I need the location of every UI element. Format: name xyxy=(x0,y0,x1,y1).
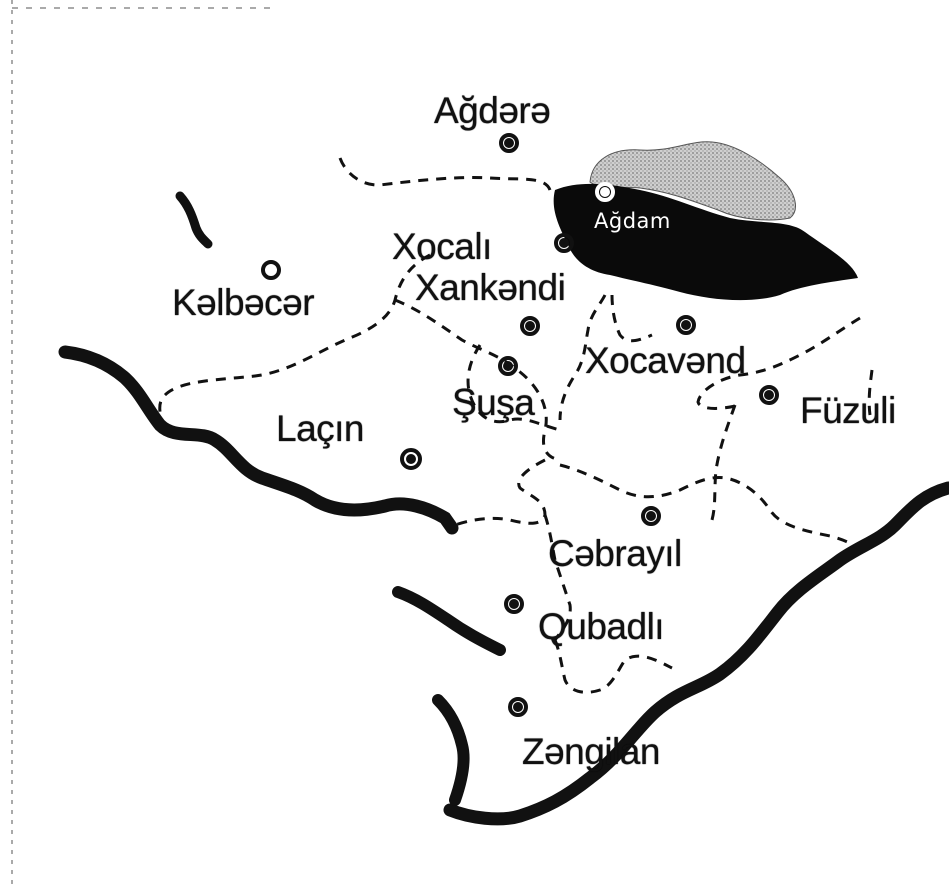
label-agdam: Ağdam xyxy=(594,209,671,233)
label-qubadli: Qubadlı xyxy=(538,606,665,647)
label-zengilan: Zəngilan xyxy=(522,731,660,772)
label-cebrayil: Cəbrayıl xyxy=(548,533,682,574)
marker-susa xyxy=(498,356,518,376)
marker-xocavend xyxy=(676,315,696,335)
marker-agdam xyxy=(595,182,615,202)
border-line-south-east xyxy=(443,481,949,826)
marker-xankendi xyxy=(520,316,540,336)
border-line-qubadli xyxy=(392,586,506,656)
marker-cebrayil xyxy=(641,506,661,526)
marker-lacin xyxy=(400,448,422,470)
marker-kelbecer xyxy=(261,260,281,280)
label-fuzuli: Füzuli xyxy=(800,390,896,431)
occupied-area xyxy=(553,183,858,301)
marker-xocali xyxy=(554,233,574,253)
label-kelbecer: Kəlbəcər xyxy=(172,282,315,323)
marker-agdere xyxy=(499,133,519,153)
place-markers xyxy=(261,133,779,717)
label-xocali: Xocalı xyxy=(392,226,492,267)
label-lacin: Laçın xyxy=(276,408,365,449)
border-line-north-stub xyxy=(175,191,213,249)
hatched-area xyxy=(589,141,796,221)
label-susa: Şuşa xyxy=(452,382,535,423)
marker-qubadli xyxy=(504,594,524,614)
marker-zengilan xyxy=(508,697,528,717)
district-boundaries xyxy=(158,157,874,694)
border-line-west xyxy=(58,345,459,535)
marker-fuzuli xyxy=(759,385,779,405)
label-agdere: Ağdərə xyxy=(434,90,551,131)
label-xankendi: Xankəndi xyxy=(415,267,566,308)
label-xocavend: Xocavənd xyxy=(585,340,746,381)
border-line-zengilan xyxy=(432,694,470,806)
